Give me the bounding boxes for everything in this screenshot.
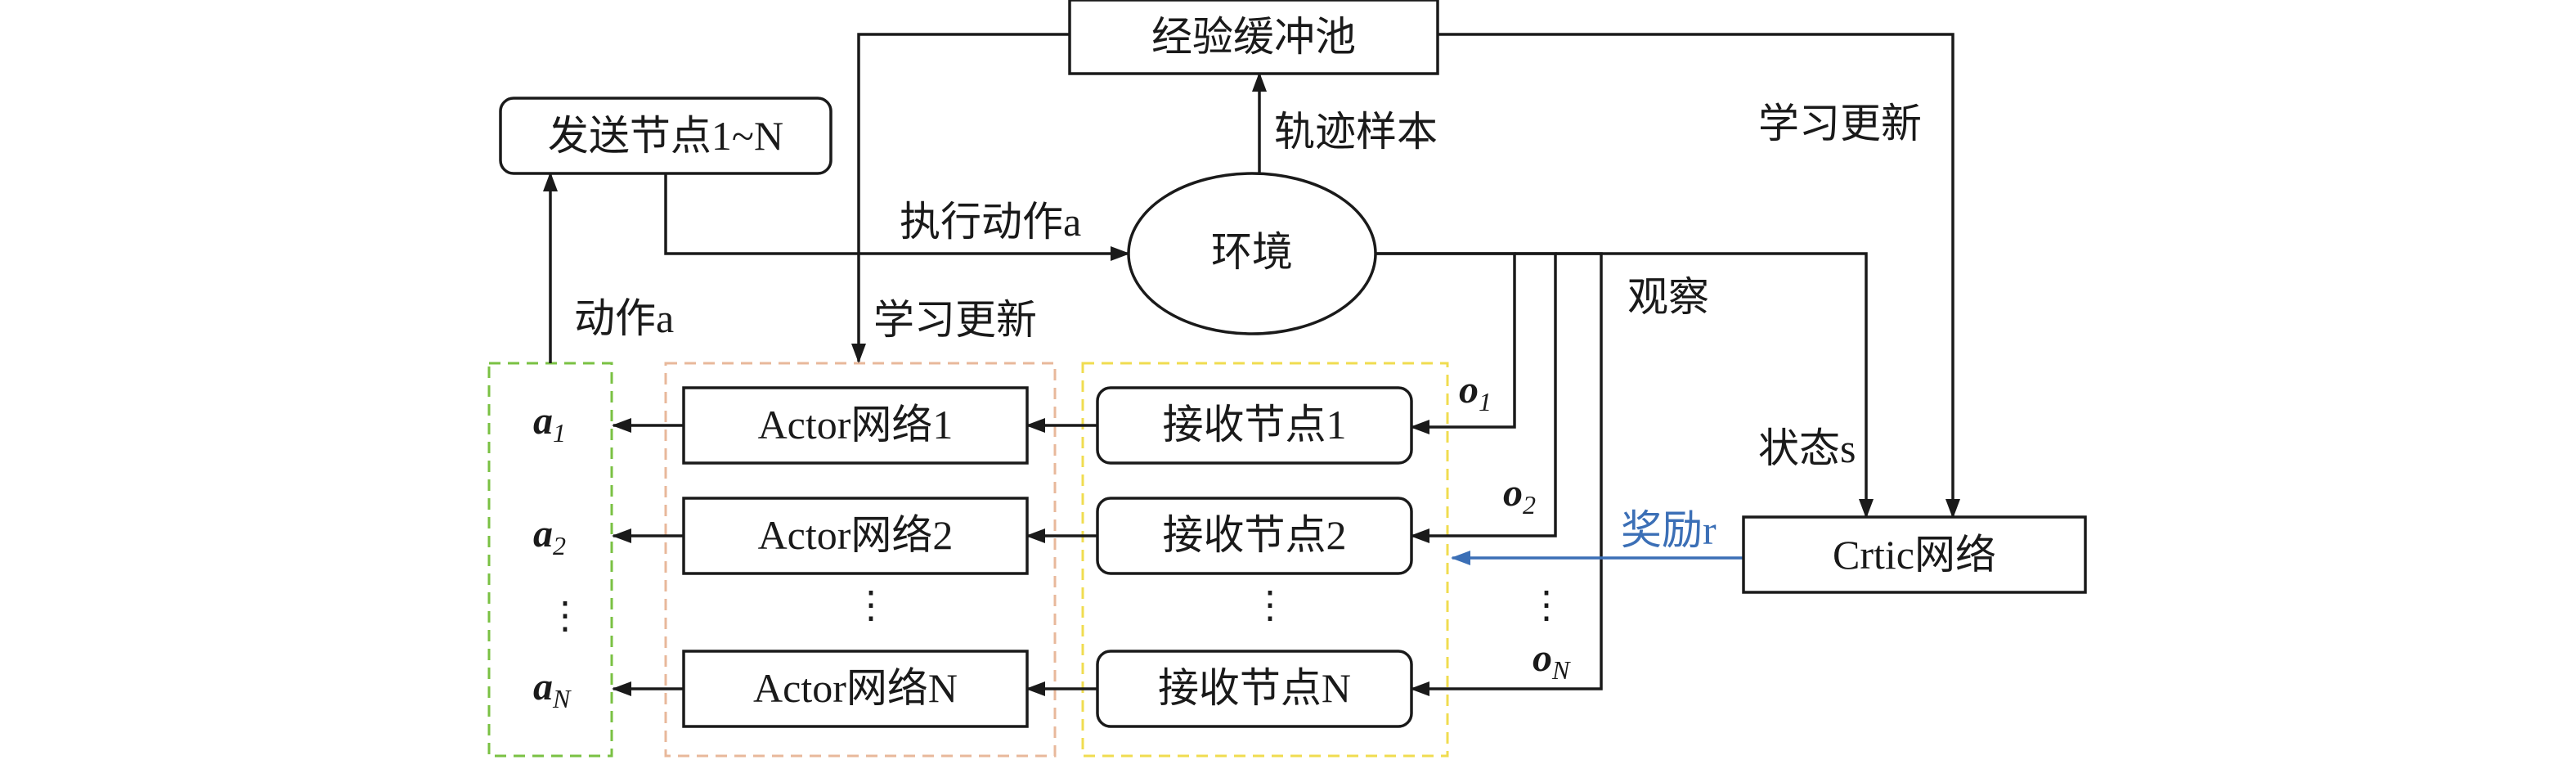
observation-oN-symbol: oN <box>1533 636 1571 685</box>
observation-vdots: ⋮ <box>1528 584 1565 626</box>
receive-node-1-label: 接收节点1 <box>1163 402 1347 447</box>
observe-o1-arrow <box>1376 252 1516 434</box>
receive-node-2-box <box>1096 497 1413 575</box>
receive-node-1-box <box>1096 386 1413 465</box>
action-a2-symbol: a2 <box>533 512 566 560</box>
actor-network-1-box <box>682 386 1029 465</box>
actor-network-n-label: Actor网络N <box>753 665 958 711</box>
env-to-critic-state-arrow <box>1376 252 1874 519</box>
actor-network-n-box <box>682 650 1029 728</box>
critic-network-box <box>1742 515 2087 594</box>
experience-buffer-label: 经验缓冲池 <box>1151 14 1356 60</box>
observation-o2-symbol: o2 <box>1503 471 1536 519</box>
critic-network-label: Crtic网络 <box>1833 532 1996 578</box>
actor-network-1-label: Actor网络1 <box>758 402 954 447</box>
environment-label: 环境 <box>1211 229 1293 275</box>
state-label: 状态s <box>1758 425 1856 471</box>
observe-oN-arrow <box>1410 252 1603 696</box>
observe-o2-arrow <box>1410 252 1557 543</box>
actor-network-2-label: Actor网络2 <box>758 512 954 558</box>
action-label: 动作a <box>574 295 674 341</box>
execute-action-label: 执行动作a <box>900 199 1081 245</box>
receiver-vdots: ⋮ <box>1251 584 1289 626</box>
send-to-env-arrow <box>664 173 1130 261</box>
send-node-label: 发送节点1~N <box>548 113 783 159</box>
buffer-to-critic-arrow <box>1438 33 1960 519</box>
receive-node-n-label: 接收节点N <box>1158 665 1351 711</box>
actor-network-group <box>664 362 1057 758</box>
receiver-node-group <box>1081 362 1449 758</box>
learn-update-right-label: 学习更新 <box>1758 101 1922 146</box>
action-vdots: ⋮ <box>546 595 584 636</box>
learn-update-left-label: 学习更新 <box>873 297 1037 343</box>
experience-buffer-box <box>1068 0 1439 75</box>
send-node-box <box>499 97 832 175</box>
actor-network-2-box <box>682 497 1029 575</box>
trajectory-sample-label: 轨迹样本 <box>1274 109 1438 155</box>
observation-o1-symbol: o1 <box>1459 368 1492 416</box>
actor-vdots: ⋮ <box>852 584 890 626</box>
environment-ellipse <box>1127 172 1377 335</box>
receive-node-2-label: 接收节点2 <box>1163 512 1347 558</box>
observe-label: 观察 <box>1627 274 1709 320</box>
receive-node-n-box <box>1096 650 1413 728</box>
reward-label: 奖励r <box>1621 507 1717 553</box>
action-a1-symbol: a1 <box>533 399 566 447</box>
action-aN-symbol: aN <box>533 665 572 713</box>
